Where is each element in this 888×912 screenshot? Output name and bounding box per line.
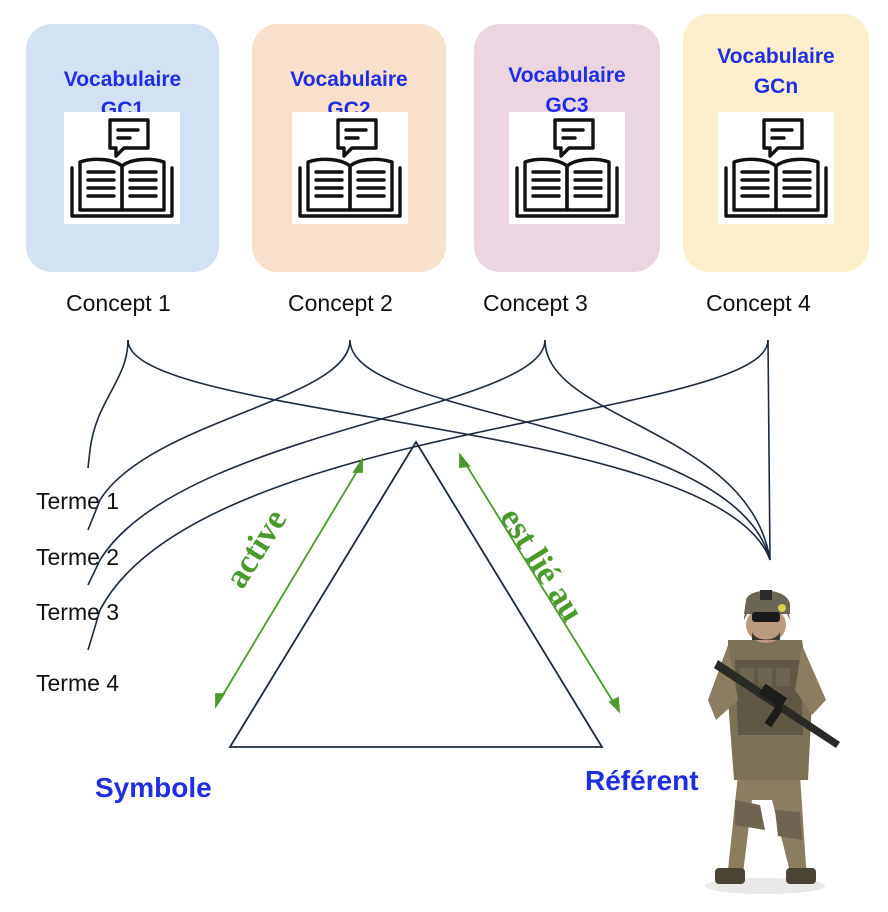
active-arrow-head-top bbox=[352, 457, 363, 473]
symbol-label: Symbole bbox=[95, 772, 212, 803]
book-chat-icon bbox=[64, 112, 180, 224]
book-chat-icon bbox=[509, 112, 625, 224]
est-lie-au-arrow-head-top bbox=[459, 452, 471, 469]
concept-label-1: Concept 1 bbox=[66, 290, 171, 316]
vocab-card-title-line1: Vocabulaire bbox=[290, 68, 408, 91]
book-chat-icon bbox=[292, 112, 408, 224]
link-concept2-term2 bbox=[87, 339, 351, 531]
semantic-triangle bbox=[228, 440, 604, 748]
active-arrow-head-bottom bbox=[215, 693, 226, 709]
book-chat-icon-graphic bbox=[70, 118, 174, 218]
book-chat-icon bbox=[718, 112, 834, 224]
link-concept1-referent bbox=[127, 339, 771, 561]
referent-label: Référent bbox=[585, 765, 699, 796]
concept-label-3: Concept 3 bbox=[483, 290, 588, 316]
active-arrow bbox=[217, 462, 363, 704]
term-label-3: Terme 3 bbox=[36, 599, 120, 625]
concept-term-links bbox=[87, 339, 771, 651]
vocab-card-title-line2: GC3 bbox=[545, 94, 589, 117]
link-concept4-referent bbox=[767, 339, 771, 561]
vocab-card-title-line1: Vocabulaire bbox=[63, 68, 182, 91]
vocab-card-title: Vocabulaire GC3 bbox=[474, 61, 660, 121]
vocab-card-title-line2: GCn bbox=[753, 75, 799, 98]
term-label-2: Terme 2 bbox=[36, 544, 120, 570]
vocab-card-title: Vocabulaire GCn bbox=[683, 42, 869, 102]
link-concept2-referent bbox=[349, 339, 771, 561]
est-lie-au-arrow bbox=[461, 457, 618, 709]
link-concept3-term3 bbox=[87, 339, 546, 586]
concept-label-4: Concept 4 bbox=[706, 290, 811, 316]
concept-label-2: Concept 2 bbox=[288, 290, 393, 316]
book-chat-icon-graphic bbox=[724, 118, 828, 218]
link-concept4-term4 bbox=[87, 339, 769, 651]
vocab-card-title-line1: Vocabulaire bbox=[508, 64, 626, 87]
link-concept1-term1 bbox=[87, 339, 129, 469]
vocab-card-gc1: Vocabulaire GC1 bbox=[26, 24, 219, 272]
book-chat-icon-graphic bbox=[515, 118, 619, 218]
book-chat-icon-graphic bbox=[298, 118, 402, 218]
vocab-card-gc2: Vocabulaire GC2 bbox=[252, 24, 446, 272]
soldier-figure bbox=[705, 590, 840, 894]
vocab-card-gc3: Vocabulaire GC3 bbox=[474, 24, 660, 272]
vocab-card-gcn: Vocabulaire GCn bbox=[683, 14, 869, 272]
link-concept3-referent bbox=[544, 339, 771, 561]
term-label-4: Terme 4 bbox=[36, 670, 120, 696]
vocab-card-title-line1: Vocabulaire bbox=[717, 45, 835, 68]
relation-arrows bbox=[215, 452, 621, 714]
est-lie-au-arrow-head-bottom bbox=[608, 696, 621, 714]
